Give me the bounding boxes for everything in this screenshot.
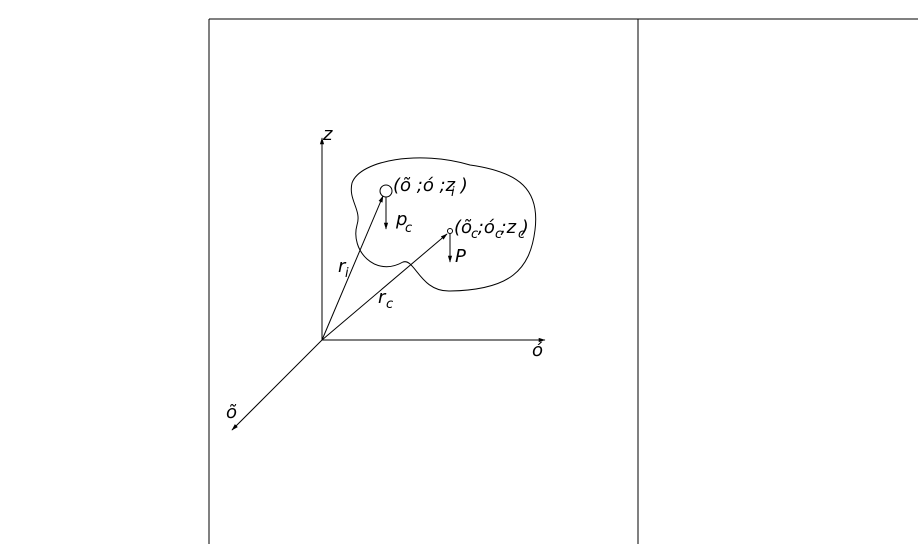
body-outline <box>350 157 537 292</box>
axis-y-label: ó <box>532 340 543 361</box>
position-vectors <box>321 195 448 341</box>
point-i-subscript: i <box>451 185 455 200</box>
vector-r-i-subscript: i <box>345 266 349 281</box>
vector-r-c <box>321 233 448 341</box>
x-axis <box>231 339 323 431</box>
point-i-label: (õ ;ó ;z ) <box>393 175 468 196</box>
force-i-subscript: c <box>405 221 412 236</box>
point-i-marker <box>379 184 393 198</box>
axis-x-label: õ <box>226 402 237 423</box>
point-c-label: (õ ;ó ;z ) <box>454 217 529 238</box>
vector-r-c-subscript: c <box>386 297 393 312</box>
vector-r-i <box>321 195 384 341</box>
force-arrows <box>383 197 453 263</box>
point-c-subscript-x: c <box>471 227 478 242</box>
point-c-marker <box>447 228 453 234</box>
axis-z-label: z <box>322 124 333 145</box>
point-c-subscript-z: c <box>518 227 525 242</box>
force-c-label: P <box>455 246 466 267</box>
force-i-label: p <box>395 209 407 230</box>
coordinate-axes <box>231 137 546 431</box>
vector-r-c-label: r <box>378 287 387 308</box>
point-c-subscript-y: c <box>495 227 502 242</box>
page-frame <box>208 18 918 544</box>
vector-r-i-label: r <box>338 256 347 277</box>
